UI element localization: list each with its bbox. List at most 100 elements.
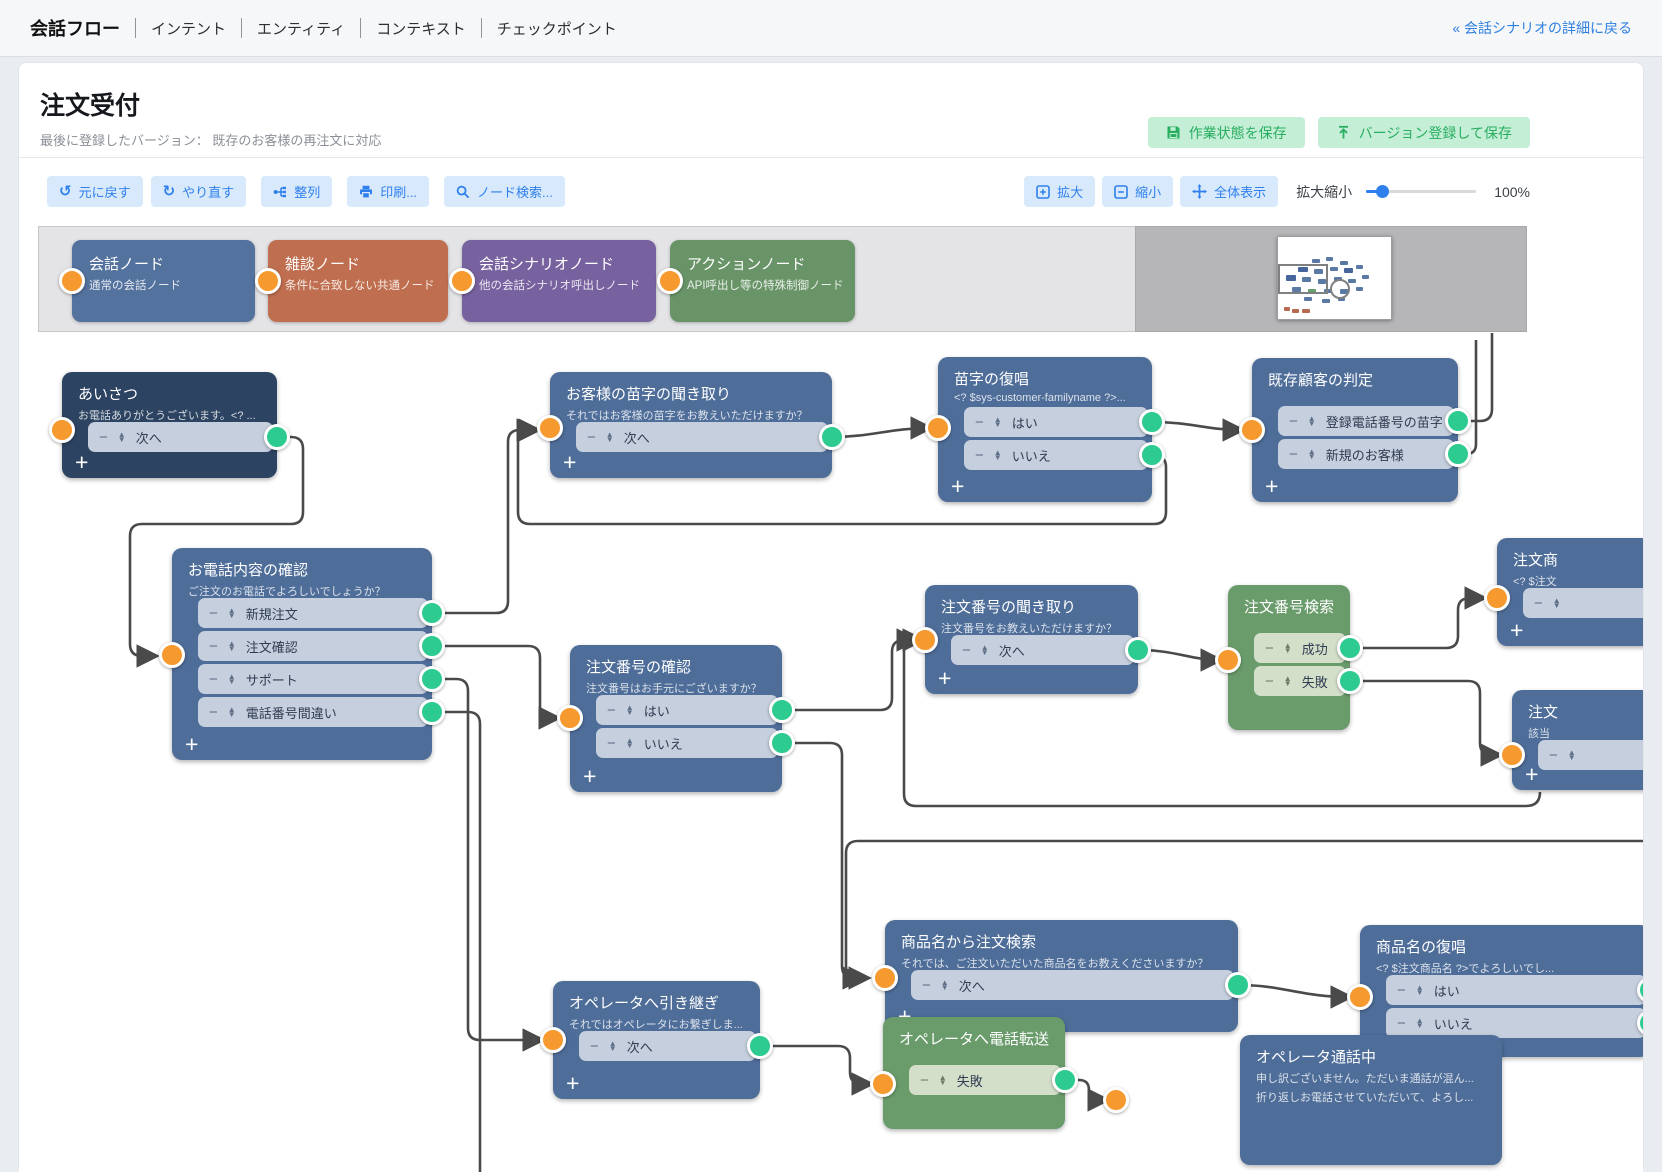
tab-2[interactable]: エンティティ <box>257 20 346 38</box>
remove-option-icon[interactable]: − <box>1397 1014 1406 1032</box>
toolbar-search-button[interactable]: ノード検索... <box>444 176 565 207</box>
option-row[interactable]: −▲▼はい <box>1386 975 1643 1005</box>
remove-option-icon[interactable]: − <box>1397 981 1406 999</box>
input-port[interactable] <box>159 642 185 668</box>
reorder-option-icon[interactable]: ▲▼ <box>1307 447 1316 461</box>
remove-option-icon[interactable]: − <box>587 428 596 446</box>
toolbar-redo-button[interactable]: ↻やり直す <box>150 176 247 207</box>
option-row[interactable]: −▲▼新規注文 <box>198 598 428 628</box>
palette-node-2[interactable]: 会話シナリオノード他の会話シナリオ呼出しノード <box>462 240 656 322</box>
reorder-option-icon[interactable]: ▲▼ <box>625 736 634 750</box>
remove-option-icon[interactable]: − <box>209 703 218 721</box>
flow-edge[interactable] <box>432 677 546 1052</box>
zoom-slider-track[interactable] <box>1366 190 1477 193</box>
input-port[interactable] <box>59 268 85 294</box>
minimap[interactable] <box>1277 236 1392 320</box>
toolbar-print-button[interactable]: 印刷... <box>347 176 430 207</box>
remove-option-icon[interactable]: − <box>920 1071 929 1089</box>
remove-option-icon[interactable]: − <box>1289 412 1298 430</box>
option-row[interactable]: −▲▼はい <box>596 695 778 725</box>
input-port[interactable] <box>925 415 951 441</box>
flow-edge[interactable] <box>432 710 482 1172</box>
option-row[interactable]: −▲▼いいえ <box>964 440 1148 470</box>
add-option-button[interactable]: + <box>566 1070 580 1096</box>
flow-edge[interactable] <box>1458 333 1494 423</box>
reorder-option-icon[interactable]: ▲▼ <box>1415 983 1424 997</box>
flow-node-chumon-sho[interactable]: 注文商<? $注文−▲▼+ <box>1497 538 1643 646</box>
flow-edge[interactable] <box>1237 983 1354 1009</box>
toolbar-undo-button[interactable]: ↺元に戻す <box>47 176 143 207</box>
flow-node-shohin-fukusho[interactable]: 商品名の復唱<? $注文商品名 ?>でよろしいでし...−▲▼はい−▲▼いいえ+ <box>1360 925 1643 1057</box>
add-option-button[interactable]: + <box>951 473 965 499</box>
remove-option-icon[interactable]: − <box>1534 594 1543 612</box>
back-to-scenario-link[interactable]: « 会話シナリオの詳細に戻る <box>1452 20 1632 36</box>
output-port[interactable] <box>1139 442 1165 468</box>
flow-edge[interactable] <box>516 418 1168 526</box>
remove-option-icon[interactable]: − <box>607 701 616 719</box>
reorder-option-icon[interactable]: ▲▼ <box>227 606 236 620</box>
option-row[interactable]: −▲▼次へ <box>911 970 1234 1000</box>
minimap-viewport[interactable] <box>1278 264 1328 294</box>
reorder-option-icon[interactable]: ▲▼ <box>993 415 1002 429</box>
option-row[interactable]: −▲▼次へ <box>88 422 273 452</box>
flow-edge[interactable] <box>1458 340 1478 456</box>
output-port[interactable] <box>1337 635 1363 661</box>
add-option-button[interactable]: + <box>1525 761 1539 787</box>
add-option-button[interactable]: + <box>75 449 89 475</box>
reorder-option-icon[interactable]: ▲▼ <box>608 1039 617 1053</box>
remove-option-icon[interactable]: − <box>922 976 931 994</box>
tab-conversation-flow[interactable]: 会話フロー <box>30 19 120 39</box>
flow-node-op-hikitsugi[interactable]: オペレータへ引き継ぎそれではオペレータにお繋ぎしま...−▲▼次へ+ <box>553 981 760 1099</box>
save-state-button[interactable]: 作業状態を保存 <box>1147 117 1305 148</box>
output-port[interactable] <box>1445 441 1471 467</box>
flow-edge[interactable] <box>782 741 866 990</box>
option-row[interactable]: −▲▼いいえ <box>596 728 778 758</box>
option-row[interactable]: −▲▼ <box>1523 588 1643 618</box>
reorder-option-icon[interactable]: ▲▼ <box>117 430 126 444</box>
option-row[interactable]: −▲▼次へ <box>951 635 1134 665</box>
option-row[interactable]: −▲▼ <box>1538 740 1643 770</box>
flow-node-bango-kikitori[interactable]: 注文番号の聞き取り注文番号をお教えいただけますか？−▲▼次へ+ <box>925 585 1138 694</box>
option-row[interactable]: −▲▼サポート <box>198 664 428 694</box>
flow-node-op-densoh[interactable]: オペレータへ電話転送−▲▼失敗 <box>883 1017 1065 1129</box>
input-port[interactable] <box>537 415 563 441</box>
remove-option-icon[interactable]: − <box>1265 639 1274 657</box>
option-row[interactable]: −▲▼登録電話番号の苗字... <box>1278 406 1454 436</box>
reorder-option-icon[interactable]: ▲▼ <box>940 978 949 992</box>
add-option-button[interactable]: + <box>1510 617 1524 643</box>
option-row[interactable]: −▲▼いいえ <box>1386 1008 1643 1038</box>
reorder-option-icon[interactable]: ▲▼ <box>980 643 989 657</box>
toolbar-zoomin-button[interactable]: 拡大 <box>1024 176 1096 207</box>
add-option-button[interactable]: + <box>938 665 952 691</box>
reorder-option-icon[interactable]: ▲▼ <box>227 705 236 719</box>
input-port[interactable] <box>1499 742 1525 768</box>
remove-option-icon[interactable]: − <box>209 604 218 622</box>
reorder-option-icon[interactable]: ▲▼ <box>605 430 614 444</box>
toolbar-fit-button[interactable]: 全体表示 <box>1180 176 1279 207</box>
reorder-option-icon[interactable]: ▲▼ <box>993 448 1002 462</box>
input-port[interactable] <box>557 705 583 731</box>
zoom-slider[interactable] <box>1366 176 1488 207</box>
option-row[interactable]: −▲▼失敗 <box>909 1065 1061 1095</box>
add-option-button[interactable]: + <box>185 731 199 757</box>
input-port[interactable] <box>657 268 683 294</box>
remove-option-icon[interactable]: − <box>962 641 971 659</box>
output-port[interactable] <box>1225 972 1251 998</box>
remove-option-icon[interactable]: − <box>209 637 218 655</box>
reorder-option-icon[interactable]: ▲▼ <box>1552 596 1561 610</box>
input-port[interactable] <box>872 965 898 991</box>
flow-node-bango-kakunin[interactable]: 注文番号の確認注文番号はお手元にございますか？−▲▼はい−▲▼いいえ+ <box>570 645 782 792</box>
output-port[interactable] <box>419 600 445 626</box>
flow-edge[interactable] <box>1350 679 1504 767</box>
input-port[interactable] <box>1215 647 1241 673</box>
remove-option-icon[interactable]: − <box>209 670 218 688</box>
flow-edge[interactable] <box>128 435 305 668</box>
flow-canvas[interactable]: あいさつお電話ありがとうございます。<? ...−▲▼次へ+お客様の苗字の聞き取… <box>19 332 1643 1172</box>
reorder-option-icon[interactable]: ▲▼ <box>625 703 634 717</box>
tab-3[interactable]: コンテキスト <box>376 20 466 38</box>
output-port[interactable] <box>1337 668 1363 694</box>
output-port[interactable] <box>769 697 795 723</box>
option-row[interactable]: −▲▼次へ <box>576 422 828 452</box>
flow-edge[interactable] <box>902 628 1542 808</box>
save-version-button[interactable]: バージョン登録して保存 <box>1317 117 1530 148</box>
